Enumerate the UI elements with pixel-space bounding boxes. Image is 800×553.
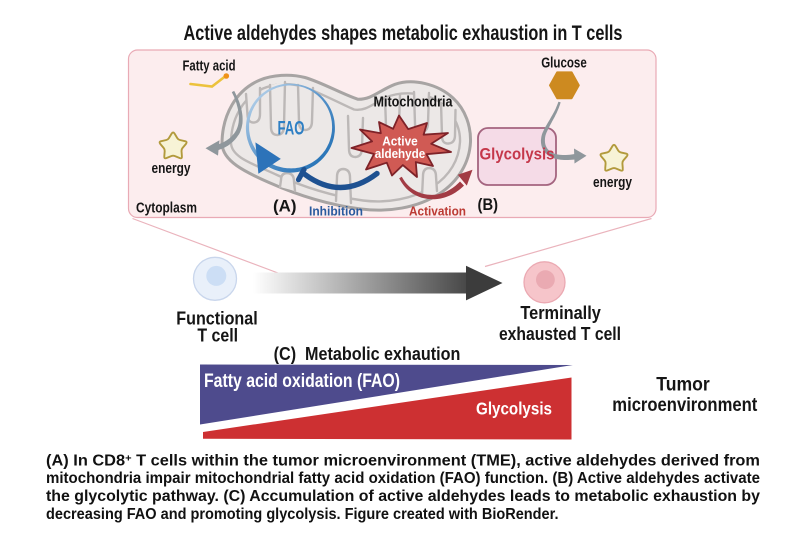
svg-text:exhausted T cell: exhausted T cell bbox=[499, 324, 621, 344]
svg-text:(C) Metabolic exhaution: (C) Metabolic exhaution bbox=[274, 344, 461, 364]
svg-text:energy: energy bbox=[152, 161, 191, 177]
svg-text:Glycolysis: Glycolysis bbox=[480, 145, 555, 164]
svg-text:(A): (A) bbox=[273, 198, 297, 216]
svg-text:Tumor: Tumor bbox=[656, 375, 710, 396]
svg-text:Glucose: Glucose bbox=[541, 55, 587, 71]
svg-text:T cell: T cell bbox=[197, 326, 238, 346]
svg-text:FAO: FAO bbox=[278, 118, 305, 140]
svg-text:decreasing FAO and promoting g: decreasing FAO and promoting glycolysis.… bbox=[46, 506, 559, 523]
svg-text:Mitochondria: Mitochondria bbox=[374, 95, 454, 111]
svg-text:Terminally: Terminally bbox=[520, 303, 601, 323]
svg-text:mitochondria impair mitochondr: mitochondria impair mitochondrial fatty … bbox=[46, 470, 760, 487]
svg-text:Glycolysis: Glycolysis bbox=[476, 399, 552, 419]
svg-text:Fatty acid: Fatty acid bbox=[183, 58, 236, 74]
svg-text:aldehyde: aldehyde bbox=[375, 146, 426, 161]
svg-text:Cytoplasm: Cytoplasm bbox=[136, 201, 197, 217]
svg-text:(A) In CD8+ T cells within the: (A) In CD8+ T cells within the tumor mic… bbox=[46, 452, 760, 469]
svg-text:Inhibition: Inhibition bbox=[309, 203, 363, 218]
svg-text:Active aldehydes shapes metabo: Active aldehydes shapes metabolic exhaus… bbox=[184, 22, 623, 45]
svg-text:Activation: Activation bbox=[409, 203, 466, 218]
svg-text:the glycolytic pathway. (C) Ac: the glycolytic pathway. (C) Accumulation… bbox=[46, 488, 760, 505]
svg-text:Fatty acid oxidation (FAO): Fatty acid oxidation (FAO) bbox=[204, 371, 400, 392]
svg-text:Functional: Functional bbox=[176, 309, 257, 329]
svg-text:(B): (B) bbox=[478, 196, 499, 214]
svg-text:Active: Active bbox=[382, 134, 418, 149]
svg-text:microenvironment: microenvironment bbox=[612, 395, 758, 416]
svg-text:energy: energy bbox=[593, 175, 632, 191]
